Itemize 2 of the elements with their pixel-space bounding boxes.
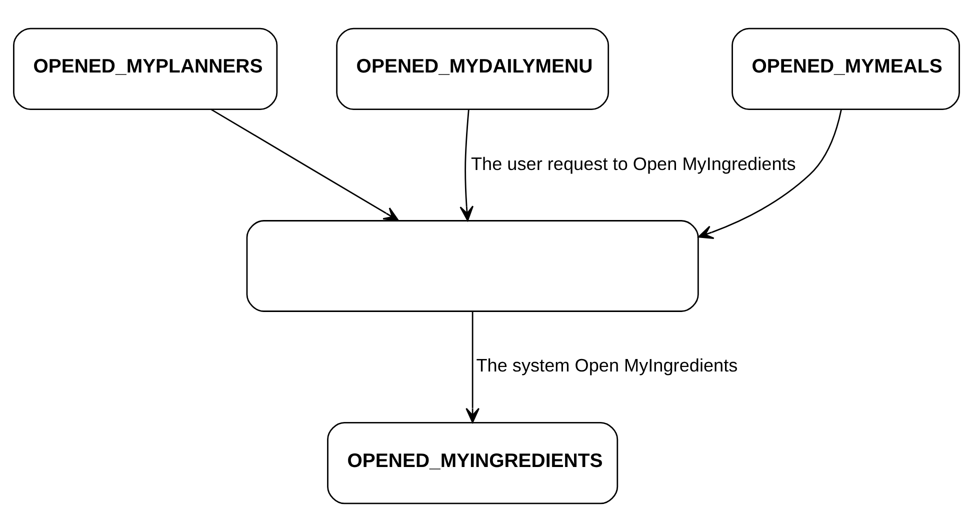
edge-label: The user request to Open MyIngredients [470, 154, 796, 174]
edge-label: The system Open MyIngredients [476, 356, 738, 376]
